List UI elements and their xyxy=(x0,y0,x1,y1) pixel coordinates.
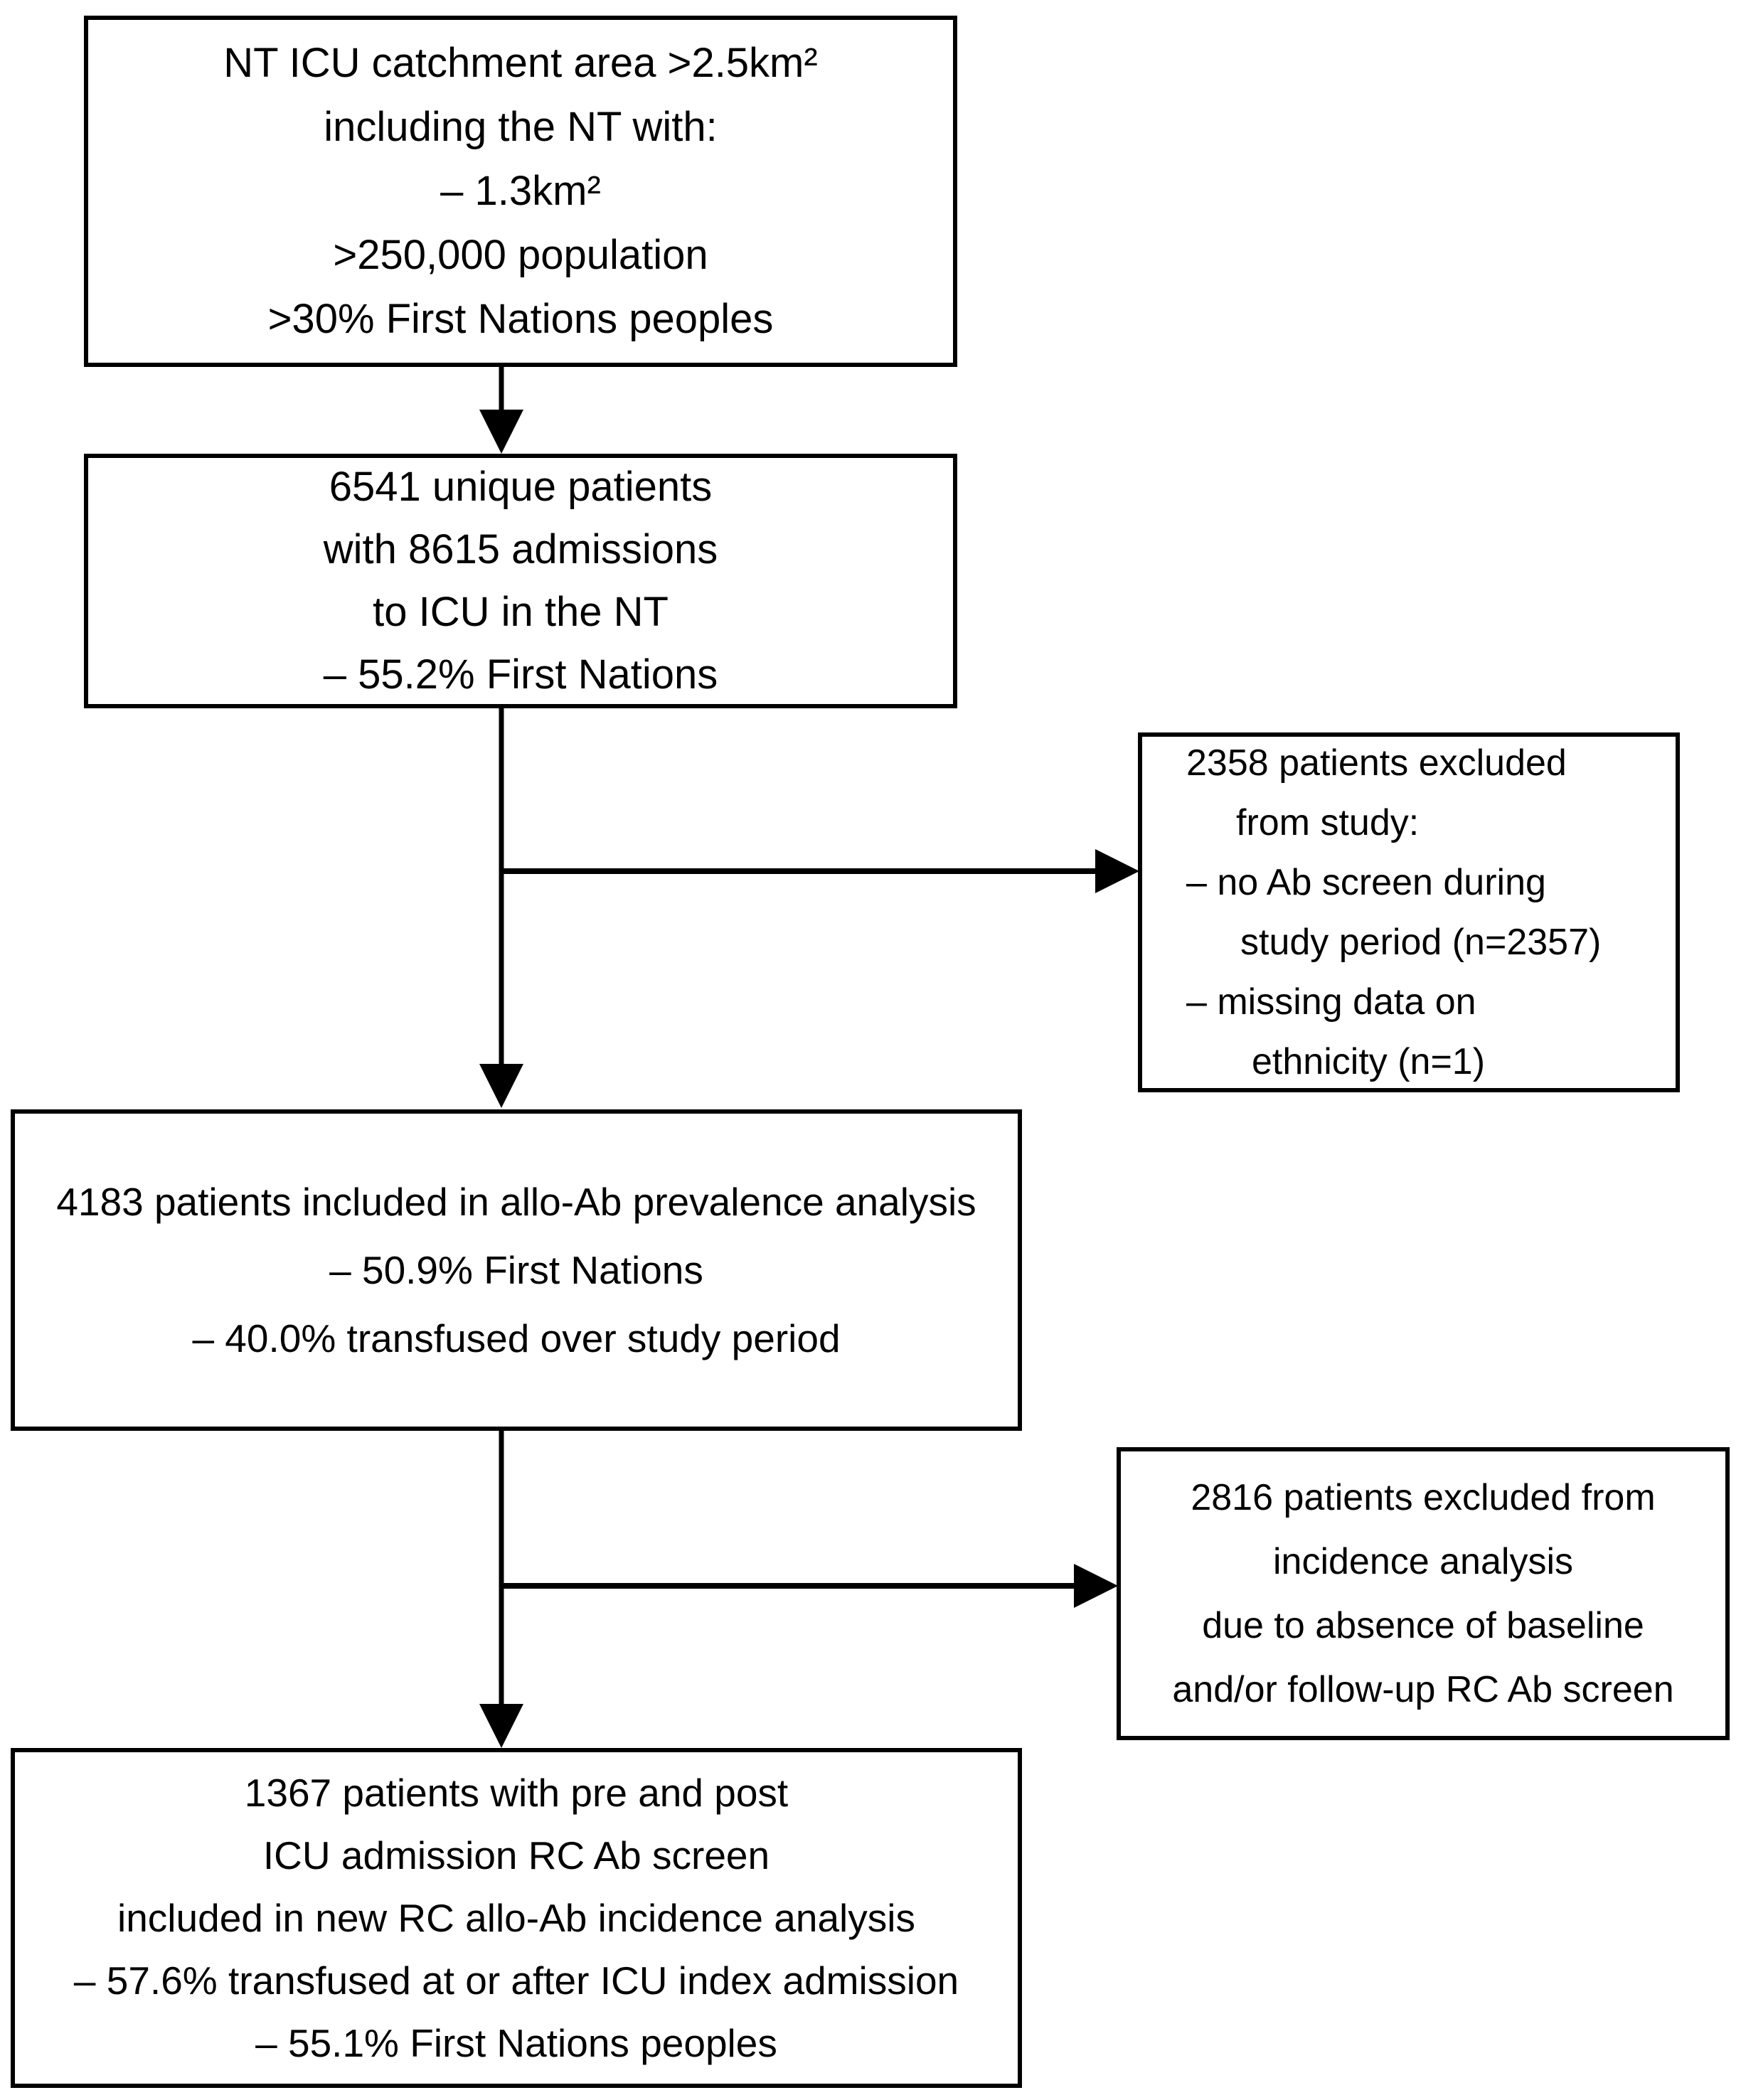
box-text-line: incidence analysis xyxy=(1272,1541,1574,1582)
box-text-line: >250,000 population xyxy=(333,232,708,278)
box-excluded-incidence: 2816 patients excluded from incidence an… xyxy=(1117,1447,1730,1740)
arrow-down-1 xyxy=(479,367,523,454)
box-text-line: – 57.6% transfused at or after ICU index… xyxy=(73,1958,959,2003)
box-text-line: included in new RC allo-Ab incidence ana… xyxy=(117,1896,915,1940)
box-text-line: – 55.1% First Nations peoples xyxy=(255,2021,777,2065)
box-text-line: 1367 patients with pre and post xyxy=(244,1771,789,1815)
box-text-line: and/or follow-up RC Ab screen xyxy=(1172,1669,1674,1710)
box-text-line: 4183 patients included in allo-Ab preval… xyxy=(56,1180,976,1224)
box-text-line: – 50.9% First Nations xyxy=(329,1248,703,1292)
box-text-line: – no Ab screen during xyxy=(1186,862,1546,903)
box-text-line: from study: xyxy=(1236,802,1420,843)
box-text-line: 2358 patients excluded xyxy=(1186,742,1567,784)
box-unique-patients: 6541 unique patients with 8615 admission… xyxy=(84,454,957,708)
box-prevalence-analysis: 4183 patients included in allo-Ab preval… xyxy=(11,1109,1022,1431)
box-text-line: – 55.2% First Nations xyxy=(323,651,718,698)
box-text-line: with 8615 admissions xyxy=(323,526,718,572)
box-catchment-area: NT ICU catchment area >2.5km² including … xyxy=(84,16,957,367)
arrow-down-3 xyxy=(479,1431,523,1748)
box-text-line: due to absence of baseline xyxy=(1202,1605,1644,1646)
box-text-line: >30% First Nations peoples xyxy=(267,296,774,342)
arrow-down-2 xyxy=(479,708,523,1108)
box-text-line: study period (n=2357) xyxy=(1240,922,1602,963)
box-text-line: to ICU in the NT xyxy=(373,589,669,635)
box-text-line: 2816 patients excluded from xyxy=(1191,1477,1656,1518)
box-text-line: 6541 unique patients xyxy=(329,464,713,510)
box-text-line: – missing data on xyxy=(1186,981,1476,1023)
box-incidence-analysis: 1367 patients with pre and post ICU admi… xyxy=(11,1748,1022,2088)
box-text-line: including the NT with: xyxy=(324,104,718,150)
box-excluded-from-study: 2358 patients excluded from study: – no … xyxy=(1138,732,1680,1092)
box-text-line: NT ICU catchment area >2.5km² xyxy=(223,40,818,86)
box-text-line: ICU admission RC Ab screen xyxy=(262,1833,770,1877)
box-text-line: – 40.0% transfused over study period xyxy=(192,1316,841,1360)
box-text-line: – 1.3km² xyxy=(440,168,601,214)
arrow-right-2 xyxy=(501,1564,1118,1608)
arrow-right-1 xyxy=(501,849,1139,893)
box-text-line: ethnicity (n=1) xyxy=(1252,1041,1486,1082)
